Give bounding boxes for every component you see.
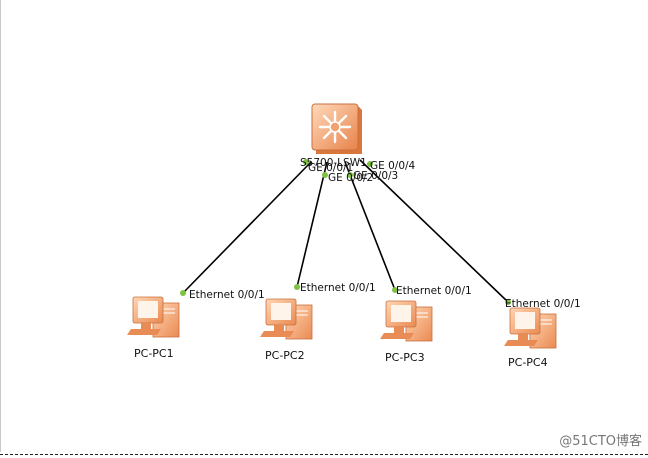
port-dot-pc2	[294, 284, 300, 290]
pc1-port-label: Ethernet 0/0/1	[189, 289, 265, 301]
port-dot-sw-1	[303, 159, 309, 165]
switch-port-label-4: GE 0/0/4	[370, 160, 416, 172]
pc-icon[interactable]	[380, 300, 433, 342]
pc2-port-label: Ethernet 0/0/1	[300, 282, 376, 294]
pc3-port-label: Ethernet 0/0/1	[396, 285, 472, 297]
link-pc4[interactable]	[359, 159, 509, 303]
pc-icon[interactable]	[504, 307, 557, 349]
pc-icon[interactable]	[127, 296, 180, 338]
port-dot-pc3	[392, 287, 398, 293]
port-dot-sw-2	[322, 172, 328, 178]
link-pc2[interactable]	[296, 161, 328, 288]
port-dot-sw-4	[367, 161, 373, 167]
dashed-bottom-border	[0, 454, 648, 455]
port-dot-sw-3	[347, 172, 353, 178]
switch-port-label-1: GE 0/0/1	[308, 162, 354, 174]
pc4-name-label: PC-PC4	[508, 356, 548, 369]
pc1-name-label: PC-PC1	[134, 347, 174, 360]
pc-icon[interactable]	[260, 298, 313, 340]
port-dot-pc1	[180, 290, 186, 296]
switch-icon[interactable]	[311, 103, 362, 154]
pc2-name-label: PC-PC2	[265, 349, 305, 362]
switch-port-label-3: GE 0/0/3	[353, 170, 399, 182]
canvas-left-edge	[0, 0, 1, 452]
switch-port-label-2: GE 0/0/2	[328, 172, 374, 184]
links	[182, 159, 509, 303]
link-pc1[interactable]	[182, 161, 312, 294]
pc4-port-label: Ethernet 0/0/1	[505, 298, 581, 310]
port-dots	[180, 159, 511, 305]
watermark: @51CTO博客	[559, 434, 642, 449]
pc3-name-label: PC-PC3	[385, 351, 425, 364]
switch-name-label: S5700-LSW1	[300, 157, 367, 169]
port-dot-pc4	[505, 299, 511, 305]
link-pc3[interactable]	[344, 161, 396, 291]
